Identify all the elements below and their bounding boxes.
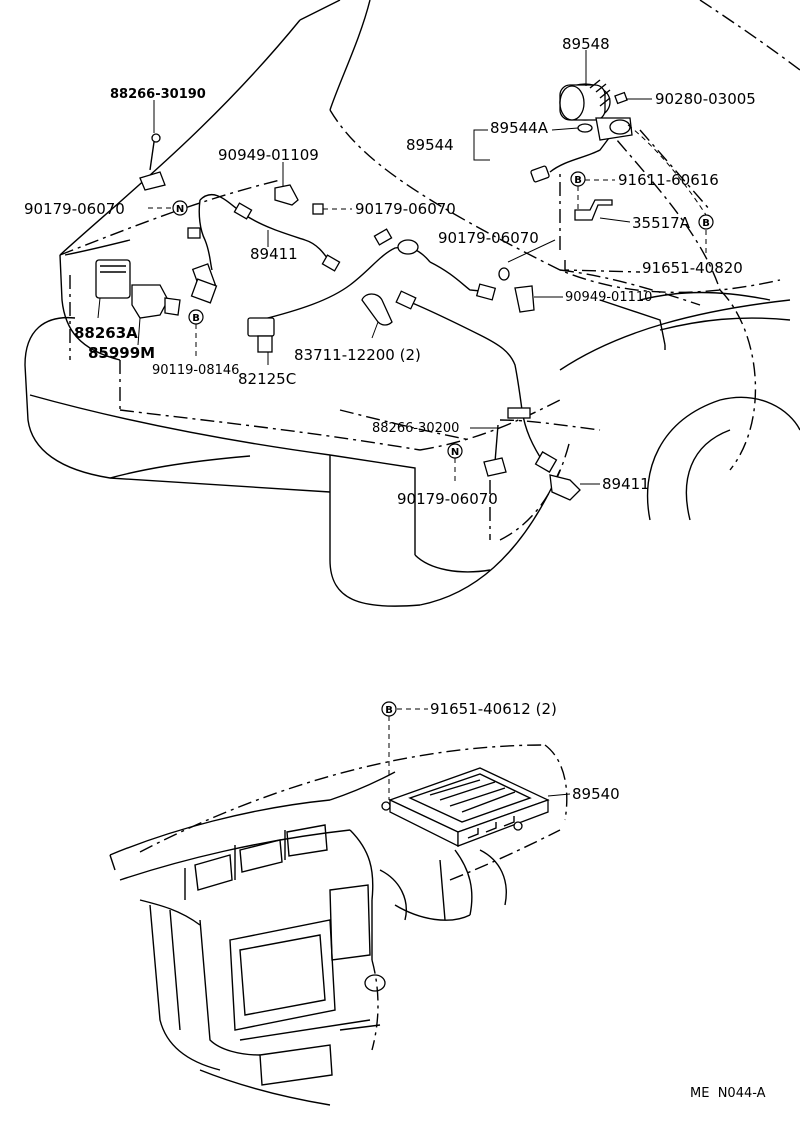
label-91611-60616: 91611-60616 xyxy=(618,171,719,189)
label-82125C: 82125C xyxy=(238,370,296,388)
part-85999M-bracket xyxy=(131,278,218,319)
label-89544: 89544 xyxy=(406,136,454,154)
part-90280-03005-clip xyxy=(614,91,628,105)
bolt-symbol-91611: B xyxy=(570,171,586,187)
dashboard-outline xyxy=(109,744,568,1106)
diagram-code: ME N044-A xyxy=(690,1086,766,1101)
nut-symbol-2-text: N xyxy=(451,447,459,458)
label-89544A: 89544A xyxy=(490,119,549,137)
leader-lines-bottom xyxy=(388,708,571,800)
part-88266-30200-sensor xyxy=(483,424,507,477)
bolt-symbol-90119-text: B xyxy=(192,313,200,324)
part-89544A-oring xyxy=(577,123,593,133)
part-90949-01110-clamp xyxy=(498,267,535,313)
label-90280-03005: 90280-03005 xyxy=(655,90,756,108)
label-88266-30200: 88266-30200 xyxy=(372,421,459,436)
label-90179-06070-c: 90179-06070 xyxy=(438,229,539,247)
part-35517A-bracket xyxy=(574,199,613,221)
label-88266-30190: 88266-30190 xyxy=(110,87,206,102)
label-35517A: 35517A xyxy=(632,214,691,232)
bolt-symbol-91611-text: B xyxy=(574,175,582,186)
label-90119-08146: 90119-08146 xyxy=(152,363,239,378)
part-89540-ecu xyxy=(381,767,550,848)
vehicle-body-outline xyxy=(24,0,800,607)
bolt-symbol-91651-40612-text: B xyxy=(385,705,393,716)
leader-lines-top xyxy=(97,50,707,485)
part-88263A-relay xyxy=(95,259,131,299)
part-82125C-harness xyxy=(247,228,497,353)
bolt-symbol-90119: B xyxy=(188,309,204,325)
label-90179-06070-b: 90179-06070 xyxy=(355,200,456,218)
label-91651-40612: 91651-40612 (2) xyxy=(430,700,557,718)
label-90949-01109: 90949-01109 xyxy=(218,146,319,164)
label-83711-12200: 83711-12200 (2) xyxy=(294,346,421,364)
part-90179-06070-nut-a xyxy=(312,203,324,215)
label-90949-01110: 90949-01110 xyxy=(565,290,652,305)
label-91651-40820: 91651-40820 xyxy=(642,259,743,277)
nut-symbol-1: N xyxy=(172,200,188,216)
label-89411-a: 89411 xyxy=(250,245,298,263)
part-89548-actuator xyxy=(559,79,611,121)
part-90949-01109-clamp xyxy=(274,184,299,206)
part-83711-12200-clamp xyxy=(361,293,393,326)
bolt-symbol-91651-40820: B xyxy=(698,214,714,230)
label-85999M: 85999M xyxy=(88,344,155,362)
bolt-symbol-91651-40612: B xyxy=(381,701,397,717)
nut-symbol-2: N xyxy=(447,443,463,459)
label-89548: 89548 xyxy=(562,35,610,53)
label-89540: 89540 xyxy=(572,785,620,803)
part-89411-harness-b xyxy=(395,290,581,501)
part-89544-sensor xyxy=(530,117,633,183)
bolt-symbol-91651-40820-text: B xyxy=(702,218,710,229)
nut-symbol-1-text: N xyxy=(176,204,184,215)
label-89411-b: 89411 xyxy=(602,475,650,493)
label-88263A: 88263A xyxy=(74,324,138,342)
part-88266-30190-sensor xyxy=(139,133,166,191)
label-90179-06070-d: 90179-06070 xyxy=(397,490,498,508)
label-90179-06070-a: 90179-06070 xyxy=(24,200,125,218)
